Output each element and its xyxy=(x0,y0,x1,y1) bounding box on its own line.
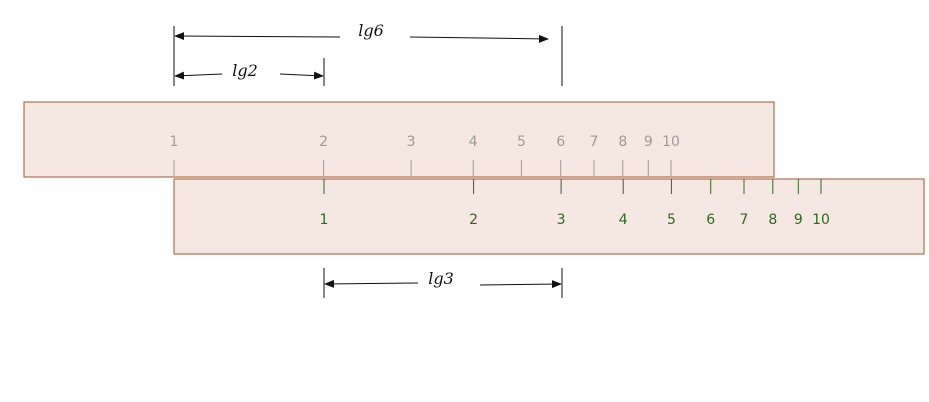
top-scale-labels: 1 2 3 4 5 6 7 8 9 10 xyxy=(170,134,680,150)
bottom-scale-label-6: 6 xyxy=(706,212,715,228)
top-scale-ticks xyxy=(173,160,672,176)
lg6-arrow-left xyxy=(174,32,341,41)
bottom-scale-ticks xyxy=(323,179,822,194)
bottom-scale-label-1: 1 xyxy=(320,212,329,228)
lg2-label: lg2 xyxy=(232,61,258,80)
lg3-arrow-right xyxy=(479,280,562,289)
lg3-dimension: lg3 xyxy=(323,268,563,298)
top-scale-label-5: 5 xyxy=(517,134,526,150)
top-scale-label-6: 6 xyxy=(556,134,565,150)
lg2-arrow-left xyxy=(174,71,223,80)
top-scale-label-10: 10 xyxy=(662,134,680,150)
bottom-scale-label-7: 7 xyxy=(740,212,749,228)
top-rule-body xyxy=(23,101,775,178)
bottom-scale-labels: 1 2 3 4 5 6 7 8 9 10 xyxy=(320,212,830,228)
bottom-scale-label-9: 9 xyxy=(794,212,803,228)
lg3-arrow-left xyxy=(324,279,419,288)
bottom-rule-body xyxy=(173,178,925,255)
top-scale-label-1: 1 xyxy=(170,134,179,150)
top-scale-label-9: 9 xyxy=(644,134,653,150)
bottom-scale-label-10: 10 xyxy=(812,212,830,228)
lg6-arrow-right xyxy=(409,34,549,43)
lg6-label: lg6 xyxy=(358,21,384,40)
bottom-scale-label-4: 4 xyxy=(619,212,628,228)
lg2-dimension: lg2 xyxy=(174,58,325,86)
top-scale-label-7: 7 xyxy=(590,134,599,150)
lg3-label: lg3 xyxy=(428,269,454,288)
top-scale-label-4: 4 xyxy=(469,134,478,150)
top-scale-label-8: 8 xyxy=(618,134,627,150)
top-scale-label-3: 3 xyxy=(407,134,416,150)
bottom-scale-label-3: 3 xyxy=(557,212,566,228)
bottom-scale-label-8: 8 xyxy=(768,212,777,228)
lg6-dimension: lg6 xyxy=(173,21,563,86)
bottom-scale-label-5: 5 xyxy=(667,212,676,228)
bottom-scale-label-2: 2 xyxy=(469,212,478,228)
lg2-arrow-right xyxy=(279,71,324,80)
top-scale-label-2: 2 xyxy=(319,134,328,150)
